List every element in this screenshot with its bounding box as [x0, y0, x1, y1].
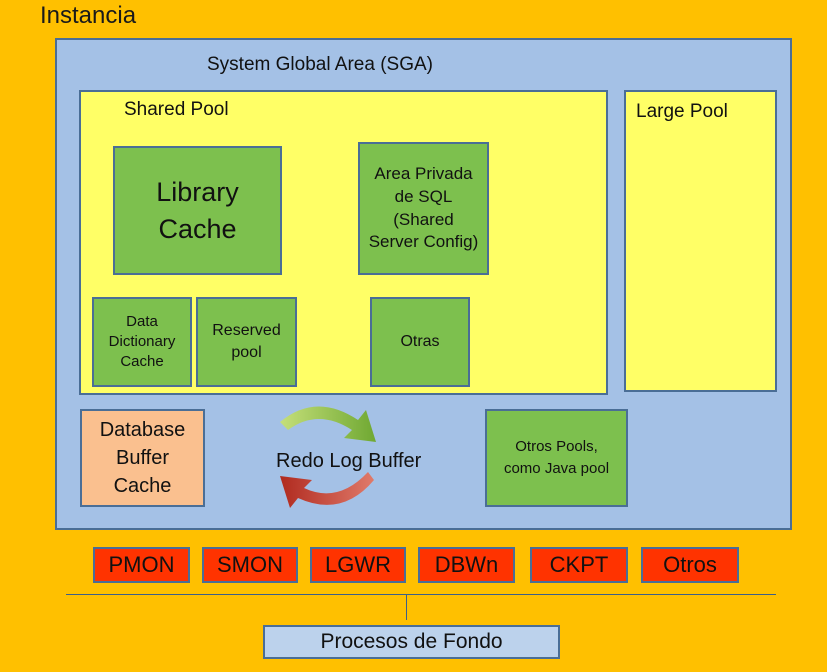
process-dbwn: DBWn	[418, 547, 515, 583]
process-lgwr: LGWR	[310, 547, 406, 583]
data-dictionary-cache-label: Data Dictionary Cache	[108, 312, 176, 371]
data-dictionary-cache-box: Data Dictionary Cache	[92, 297, 192, 387]
database-buffer-cache-label: Database Buffer Cache	[99, 419, 186, 497]
area-privada-sql-label: Area Privada de SQL (Shared Server Confi…	[368, 163, 479, 252]
library-cache-box: Library Cache	[113, 146, 282, 275]
otros-pools-label: Otros Pools, como Java pool	[503, 438, 610, 477]
reserved-pool-box: Reserved pool	[196, 297, 297, 387]
sga-label: System Global Area (SGA)	[207, 54, 433, 75]
otras-label: Otras	[400, 333, 440, 350]
large-pool-box	[624, 90, 777, 392]
reserved-pool-label: Reserved pool	[212, 321, 281, 361]
shared-pool-label: Shared Pool	[124, 99, 229, 120]
process-connector-stem	[406, 595, 407, 620]
process-pmon: PMON	[93, 547, 190, 583]
database-buffer-cache-box: Database Buffer Cache	[80, 409, 205, 507]
process-connector-line	[66, 594, 776, 595]
process-ckpt: CKPT	[530, 547, 628, 583]
instance-title: Instancia	[40, 2, 137, 29]
process-otros: Otros	[641, 547, 739, 583]
area-privada-sql-box: Area Privada de SQL (Shared Server Confi…	[358, 142, 489, 275]
large-pool-label: Large Pool	[636, 101, 728, 122]
otros-pools-box: Otros Pools, como Java pool	[485, 409, 628, 507]
redo-log-cycle-arrows-icon	[280, 406, 376, 508]
background-processes-box: Procesos de Fondo	[263, 625, 560, 659]
process-smon: SMON	[202, 547, 298, 583]
red-arrow-icon	[280, 472, 374, 508]
redo-log-buffer-label: Redo Log Buffer	[276, 450, 422, 472]
library-cache-label: Library Cache	[156, 177, 239, 244]
otras-box: Otras	[370, 297, 470, 387]
green-arrow-icon	[280, 406, 376, 442]
